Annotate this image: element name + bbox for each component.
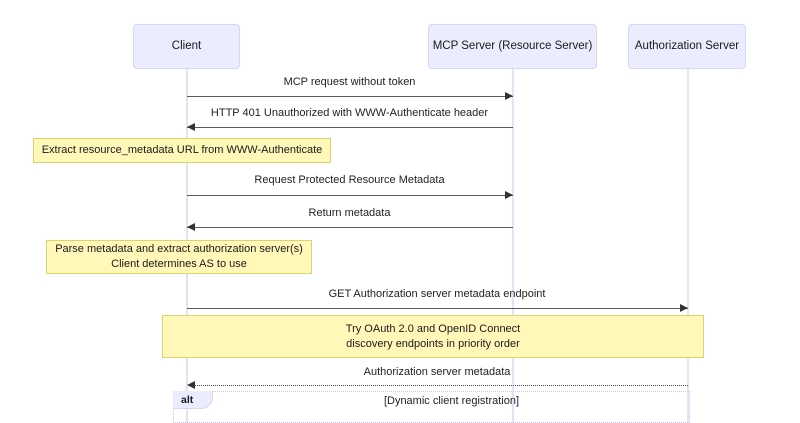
note-discovery-endpoints-line-2: discovery endpoints in priority order [346, 337, 520, 350]
message-label-1: MCP request without token [283, 76, 416, 88]
participant-client[interactable]: Client [133, 24, 240, 69]
message-line-2 [187, 127, 513, 128]
note-discovery-endpoints-line-1: Try OAuth 2.0 and OpenID Connect [345, 322, 521, 335]
note-extract-resource-metadata: Extract resource_metadata URL from WWW-A… [33, 138, 331, 163]
message-arrowhead-5 [680, 303, 688, 312]
note-parse-metadata-text: Parse metadata and extract authorization… [49, 242, 309, 272]
message-label-6: Authorization server metadata [363, 366, 511, 378]
fragment-alt-tab: alt [173, 391, 213, 409]
lifeline-mcp-server [512, 68, 514, 423]
message-arrowhead-2 [187, 122, 195, 131]
message-arrowhead-1 [505, 91, 513, 100]
lifeline-authorization-server [687, 68, 689, 423]
note-parse-metadata: Parse metadata and extract authorization… [46, 240, 312, 274]
message-label-3: Request Protected Resource Metadata [254, 174, 445, 186]
participant-authorization-server[interactable]: Authorization Server [628, 24, 746, 69]
participant-mcp-server[interactable]: MCP Server (Resource Server) [428, 24, 597, 69]
note-parse-metadata-line-2: Client determines AS to use [111, 258, 247, 270]
participant-mcp-server-label: MCP Server (Resource Server) [432, 39, 593, 52]
message-line-5 [187, 308, 688, 309]
message-line-1 [187, 96, 513, 97]
message-line-3 [187, 195, 513, 196]
participant-authorization-server-label: Authorization Server [634, 39, 740, 52]
message-label-2: HTTP 401 Unauthorized with WWW-Authentic… [210, 107, 489, 119]
message-line-6 [189, 385, 688, 386]
note-parse-metadata-line-1: Parse metadata and extract authorization… [55, 243, 303, 256]
message-line-4 [187, 227, 513, 228]
message-arrowhead-6 [187, 381, 195, 389]
participant-client-label: Client [171, 39, 202, 52]
fragment-alt-condition: [Dynamic client registration] [383, 395, 520, 407]
note-discovery-endpoints: Try OAuth 2.0 and OpenID Connect discove… [162, 315, 704, 358]
note-discovery-endpoints-text: Try OAuth 2.0 and OpenID Connect discove… [340, 322, 526, 352]
message-arrowhead-4 [187, 222, 195, 231]
fragment-alt-operator-label: alt [181, 393, 194, 406]
message-label-4: Return metadata [308, 207, 391, 219]
message-label-5: GET Authorization server metadata endpoi… [328, 288, 546, 300]
note-extract-resource-metadata-text: Extract resource_metadata URL from WWW-A… [41, 144, 323, 157]
message-arrowhead-3 [505, 190, 513, 199]
